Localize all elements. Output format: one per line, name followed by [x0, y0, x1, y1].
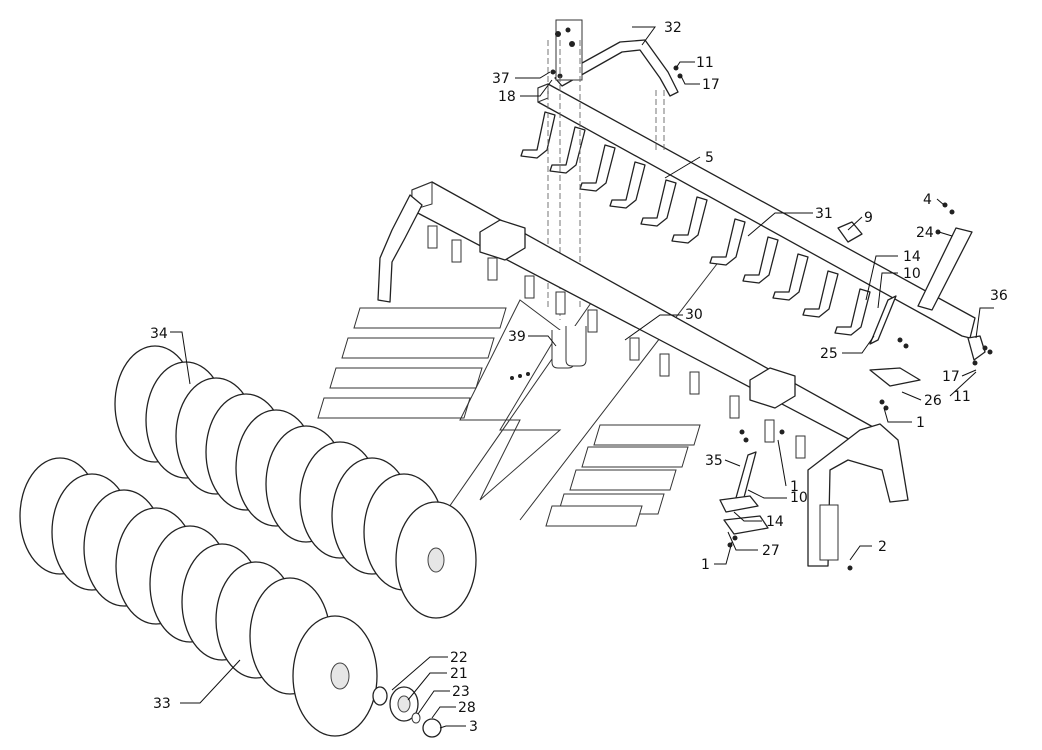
rear-roller	[114, 345, 477, 619]
callout-3: 3	[469, 719, 478, 735]
callout-24: 24	[916, 225, 934, 241]
callout-labels: 32 11 17 37 18 5 4 31 9 24 14 10 36 39 3…	[150, 20, 1008, 735]
callout-25: 25	[820, 346, 838, 362]
callout-22: 22	[450, 650, 468, 666]
front-tines	[427, 225, 806, 459]
callout-31: 31	[815, 206, 833, 222]
rear-tines	[520, 111, 871, 336]
callout-30: 30	[685, 307, 703, 323]
side-bracket	[837, 202, 993, 366]
leader-lines	[170, 26, 994, 729]
callout-1-left: 1	[701, 557, 710, 573]
callout-10-lower: 10	[790, 490, 808, 506]
callout-5: 5	[705, 150, 714, 166]
callout-33: 33	[153, 696, 171, 712]
u-bolts	[510, 326, 587, 380]
callout-28: 28	[458, 700, 476, 716]
callout-10-upper: 10	[903, 266, 921, 282]
callout-37: 37	[492, 71, 510, 87]
callout-17: 17	[702, 77, 720, 93]
callout-11: 11	[696, 55, 714, 71]
callout-26: 26	[924, 393, 942, 409]
callout-9: 9	[864, 210, 873, 226]
callout-27: 27	[762, 543, 780, 559]
callout-4: 4	[923, 192, 932, 208]
rear-frame-bar	[520, 83, 976, 339]
callout-23: 23	[452, 684, 470, 700]
front-roller	[19, 457, 378, 737]
callout-34: 34	[150, 326, 168, 342]
watermark-logo	[317, 259, 721, 527]
callout-2: 2	[878, 539, 887, 555]
callout-1-right: 1	[916, 415, 925, 431]
callout-21: 21	[450, 666, 468, 682]
callout-36: 36	[990, 288, 1008, 304]
callout-35: 35	[705, 453, 723, 469]
bearing-parts	[372, 686, 442, 738]
callout-1-mid: 1	[790, 479, 799, 495]
callout-39: 39	[508, 329, 526, 345]
front-frame-bar	[377, 181, 909, 567]
callout-14-lower: 14	[766, 514, 784, 530]
callout-14-upper: 14	[903, 249, 921, 265]
callout-11-lower: 11	[953, 389, 971, 405]
top-bracket	[550, 19, 683, 97]
callout-17-lower: 17	[942, 369, 960, 385]
callout-18: 18	[498, 89, 516, 105]
callout-32: 32	[664, 20, 682, 36]
